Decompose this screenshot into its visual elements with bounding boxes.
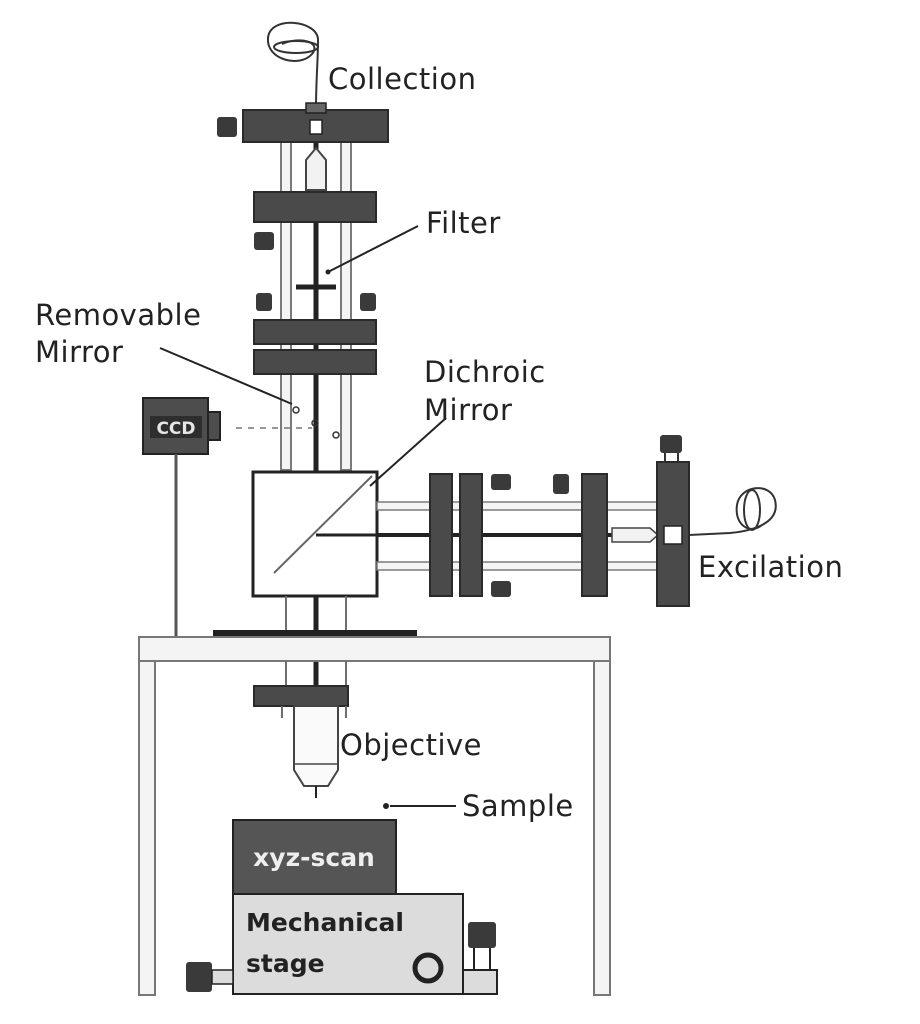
connector-screw bbox=[309, 119, 323, 135]
sample-point bbox=[383, 803, 389, 809]
removable-mirror-label-1: Removable bbox=[35, 298, 201, 332]
dichroic-mirror bbox=[273, 475, 373, 574]
filter-leader bbox=[327, 225, 419, 273]
objective-lens bbox=[293, 705, 339, 787]
removable-mirror-leader bbox=[159, 347, 293, 405]
dichroic-mirror-label-2: Mirror bbox=[424, 393, 512, 427]
collection-fiber-icon bbox=[266, 21, 320, 109]
objective-plate bbox=[253, 685, 349, 707]
table-leg-left bbox=[138, 660, 156, 996]
filter-leader-dot bbox=[325, 269, 331, 275]
knob-exc-2 bbox=[553, 474, 569, 494]
sample-label: Sample bbox=[462, 789, 574, 823]
dichroic-mirror-leader bbox=[369, 417, 447, 487]
removable-mirror-label-2: Mirror bbox=[35, 335, 123, 369]
fiber-connector bbox=[305, 102, 327, 114]
knob-exc-3 bbox=[491, 581, 511, 597]
removable-mirror-mark-1 bbox=[292, 406, 300, 414]
stage-knob-right bbox=[468, 922, 496, 948]
knob-exc-1 bbox=[491, 474, 511, 490]
knob-right-3 bbox=[360, 293, 376, 311]
tower-plate-4 bbox=[253, 349, 377, 375]
excitation-plate-2 bbox=[459, 473, 483, 597]
xyz-scan-label: xyz-scan bbox=[253, 843, 375, 872]
xyz-scan-block bbox=[232, 819, 397, 895]
stage-knob-left bbox=[186, 962, 212, 992]
removable-mirror-mark-3 bbox=[332, 431, 340, 439]
table-leg-right bbox=[593, 660, 611, 996]
excitation-lens bbox=[611, 527, 660, 543]
excitation-fiber-icon bbox=[688, 487, 777, 536]
ccd-camera: CCD bbox=[142, 397, 221, 640]
ccd-label: CCD bbox=[156, 419, 195, 439]
dichroic-mirror-label-1: Dichroic bbox=[424, 355, 546, 389]
knob-left-top bbox=[217, 117, 237, 137]
removable-mirror-mark-2 bbox=[311, 419, 319, 427]
collection-lens bbox=[305, 146, 327, 191]
knob-left-3 bbox=[256, 293, 272, 311]
knob-left-2 bbox=[254, 232, 274, 250]
excitation-plate-1 bbox=[429, 473, 453, 597]
stage-extension bbox=[462, 969, 498, 995]
collection-label: Collection bbox=[328, 62, 476, 96]
stage-knob-ring bbox=[412, 952, 444, 984]
tower-plate-2 bbox=[253, 191, 377, 223]
filter-label: Filter bbox=[426, 206, 501, 240]
stage-knob-left-shaft bbox=[211, 969, 234, 985]
mechanical-stage-label-1: Mechanical bbox=[246, 908, 404, 937]
excitation-plate-3 bbox=[581, 473, 608, 597]
mechanical-stage-block bbox=[232, 893, 464, 995]
excitation-label: Excilation bbox=[698, 550, 843, 584]
table-top bbox=[138, 636, 611, 662]
objective-label: Objective bbox=[340, 728, 482, 762]
baseplate bbox=[213, 630, 417, 636]
mechanical-stage-label-2: stage bbox=[246, 949, 325, 978]
knob-exc-top bbox=[660, 435, 682, 453]
excitation-connector bbox=[663, 525, 683, 545]
tower-plate-3 bbox=[253, 319, 377, 345]
